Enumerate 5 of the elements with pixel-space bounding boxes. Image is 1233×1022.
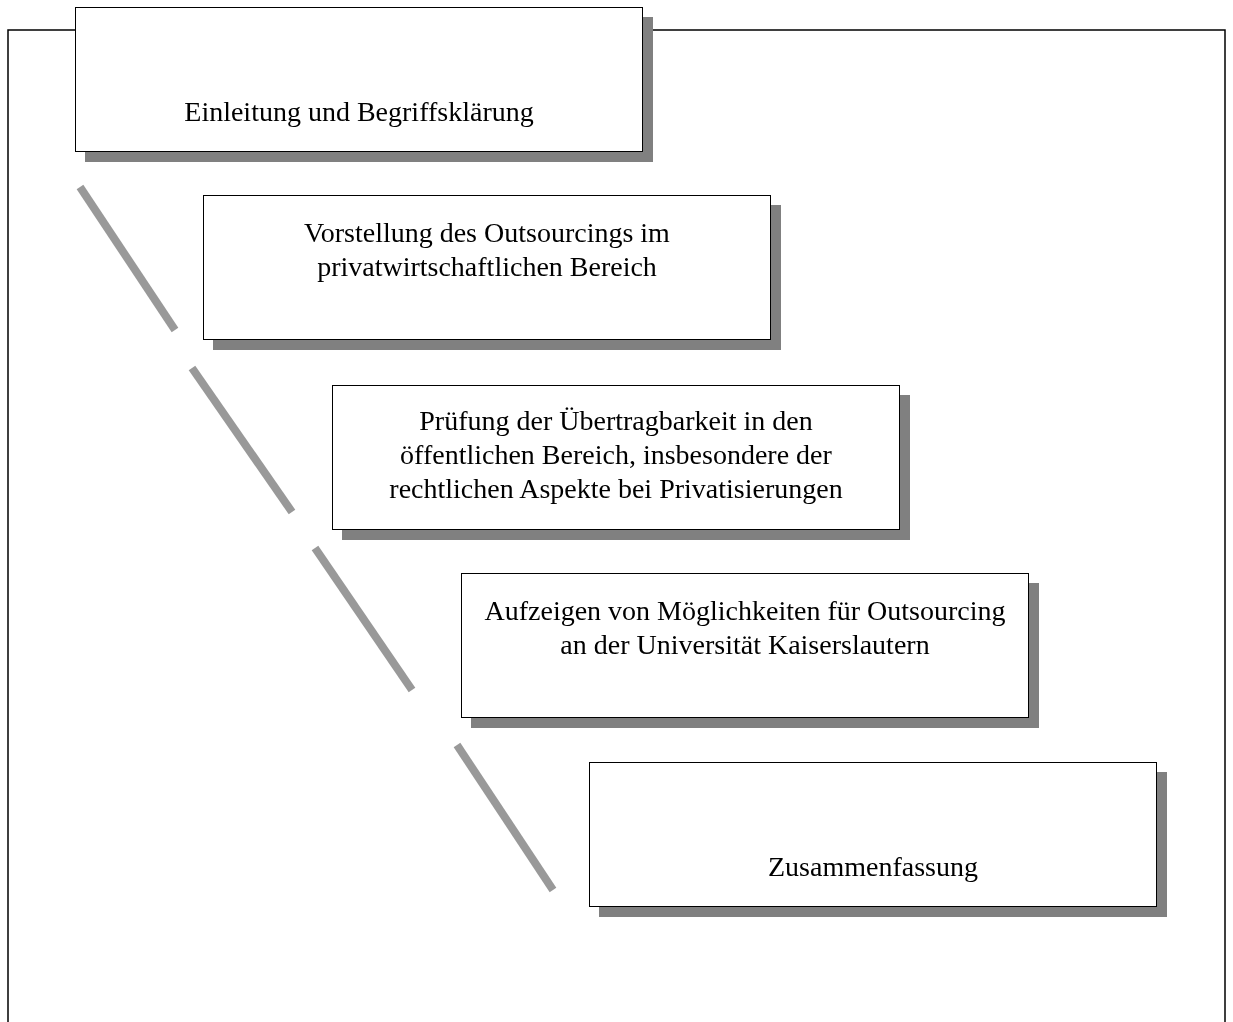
step-text: Einleitung und Begriffsklärung: [183, 95, 535, 129]
step-text: Aufzeigen von Möglichkeiten für Outsourcing an der Universität Kaiserslautern: [483, 594, 1007, 662]
step-text: Prüfung der Übertragbarkeit in den öffentlichen Bereich, insbesondere der rechtlichen Aspekte bei Privatisierungen: [388, 404, 844, 506]
step-text: Zusammenfassung: [767, 850, 979, 884]
step-text: Vorstellung des Outsourcings im privatwirtschaftlichen Bereich: [303, 216, 671, 284]
